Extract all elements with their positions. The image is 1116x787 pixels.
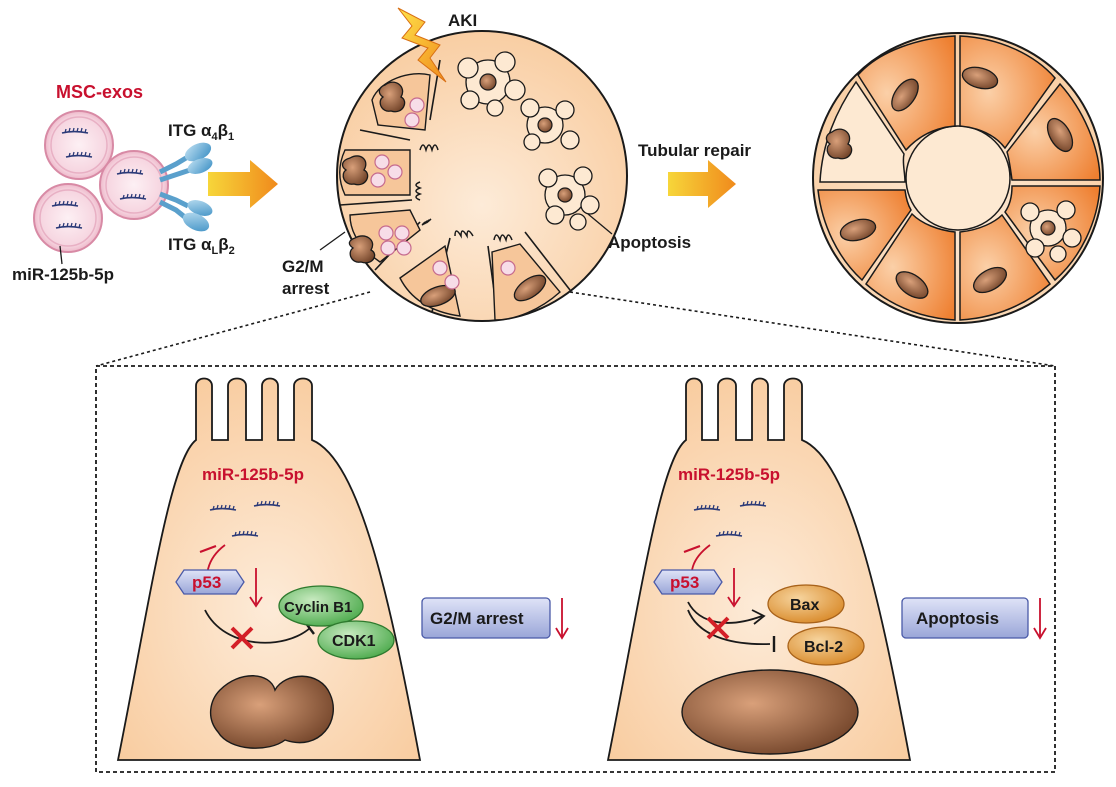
p53-box-right: p53 bbox=[653, 569, 723, 595]
injured-tubule bbox=[336, 30, 628, 322]
exosome-3 bbox=[99, 150, 169, 220]
lightning-bolt-icon bbox=[397, 7, 447, 83]
repaired-tubule bbox=[812, 32, 1104, 324]
arrow-to-repair bbox=[668, 160, 736, 208]
detail-cell-left bbox=[116, 377, 422, 761]
down-arrow-p53-left bbox=[249, 568, 263, 608]
arrow-to-aki bbox=[208, 160, 278, 208]
svg-text:G2/M arrest: G2/M arrest bbox=[430, 609, 524, 628]
detail-cell-right bbox=[606, 377, 912, 761]
outcome-box-right: Apoptosis bbox=[901, 597, 1029, 639]
outcome-box-left: G2/M arrest bbox=[421, 597, 551, 639]
itg-alb2-label: ITG αLβ2 bbox=[168, 235, 235, 257]
tubular-repair-label: Tubular repair bbox=[638, 141, 751, 160]
svg-text:Bcl-2: Bcl-2 bbox=[804, 639, 843, 656]
msc-exos-label: MSC-exos bbox=[56, 82, 143, 102]
svg-text:Apoptosis: Apoptosis bbox=[916, 609, 999, 628]
integrin-alb2-icon bbox=[158, 191, 213, 232]
aki-label: AKI bbox=[448, 11, 477, 30]
down-arrow-p53-right bbox=[727, 568, 741, 608]
mirna-label-top: miR-125b-5p bbox=[12, 265, 114, 284]
p53-box-left: p53 bbox=[175, 569, 245, 595]
down-arrow-outcome-right bbox=[1033, 598, 1047, 640]
block-x-left bbox=[230, 626, 254, 650]
itg-a4b1-label: ITG α4β1 bbox=[168, 121, 234, 143]
exosome-1 bbox=[44, 110, 114, 180]
mirna-label-left: miR-125b-5p bbox=[202, 465, 304, 484]
bax-protein: Bax bbox=[767, 584, 845, 624]
g2m-callout-line2: arrest bbox=[282, 279, 330, 298]
g2m-callout-line1: G2/M bbox=[282, 257, 324, 276]
svg-text:p53: p53 bbox=[670, 573, 699, 592]
exosome-2 bbox=[33, 183, 103, 253]
integrin-a4b1-icon bbox=[158, 142, 213, 183]
cdk1-protein: CDK1 bbox=[317, 620, 395, 660]
apoptosis-callout: Apoptosis bbox=[608, 233, 691, 252]
bcl2-protein: Bcl-2 bbox=[787, 626, 865, 666]
detail-panel-frame bbox=[95, 365, 1056, 773]
cyclin-b1-protein: Cyclin B1 bbox=[278, 585, 364, 627]
svg-text:p53: p53 bbox=[192, 573, 221, 592]
svg-text:Bax: Bax bbox=[790, 597, 819, 614]
svg-text:Cyclin B1: Cyclin B1 bbox=[284, 599, 352, 616]
svg-text:CDK1: CDK1 bbox=[332, 633, 376, 650]
down-arrow-outcome-left bbox=[555, 598, 569, 640]
mirna-label-right: miR-125b-5p bbox=[678, 465, 780, 484]
block-x-right bbox=[706, 616, 730, 640]
